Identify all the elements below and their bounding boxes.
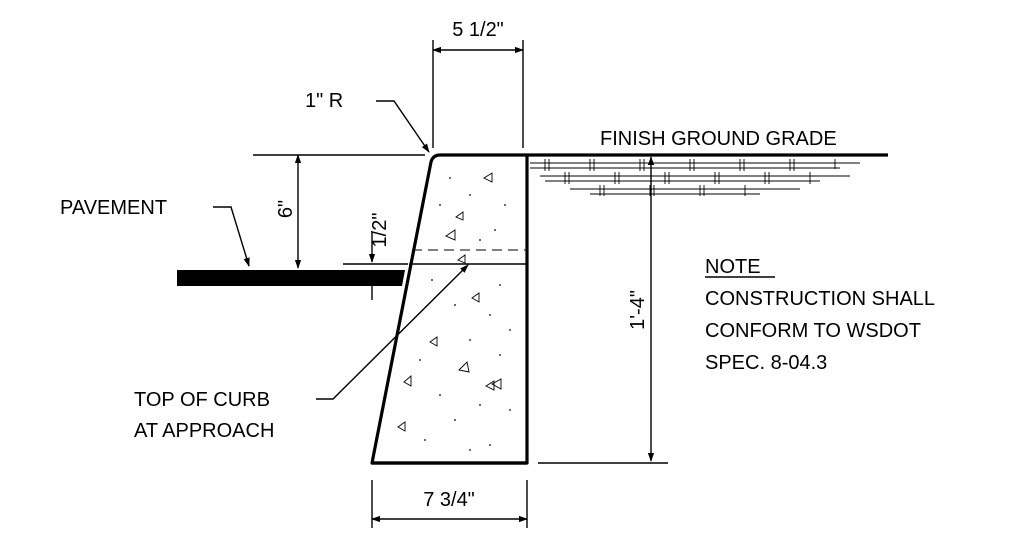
earth-hatch <box>530 159 860 196</box>
top-width-dimension <box>432 40 524 148</box>
note-line-1: CONSTRUCTION SHALL <box>705 288 935 310</box>
radius-leader <box>376 100 430 153</box>
top-of-curb-label-line2: AT APPROACH <box>134 420 274 442</box>
pavement-label: PAVEMENT <box>60 197 167 219</box>
approach-height-dimension <box>343 232 408 300</box>
bottom-width-label: 7 3/4" <box>423 489 475 511</box>
total-height-dimension <box>538 156 668 464</box>
note-line-3: SPEC. 8-04.3 <box>705 352 827 374</box>
note-line-2: CONFORM TO WSDOT <box>705 320 921 342</box>
radius-label: 1" R <box>305 90 343 112</box>
total-height-label: 1'-4" <box>627 290 649 330</box>
top-of-curb-leader <box>316 264 469 400</box>
reveal-height-label: 6" <box>275 200 297 218</box>
top-of-curb-label-line1: TOP OF CURB <box>134 389 270 411</box>
pavement-leader <box>213 206 250 267</box>
note-block: NOTE CONSTRUCTION SHALL CONFORM TO WSDOT… <box>705 256 935 374</box>
concrete-aggregate <box>397 172 511 451</box>
reveal-height-dimension <box>253 154 425 269</box>
top-width-label: 5 1/2" <box>452 19 504 41</box>
note-heading: NOTE <box>705 256 761 278</box>
approach-height-label: 1/2" <box>369 213 391 248</box>
finish-grade-label: FINISH GROUND GRADE <box>600 128 837 150</box>
bottom-width-dimension <box>371 480 528 528</box>
pavement-slab <box>177 270 405 286</box>
curb-outline <box>370 153 529 465</box>
